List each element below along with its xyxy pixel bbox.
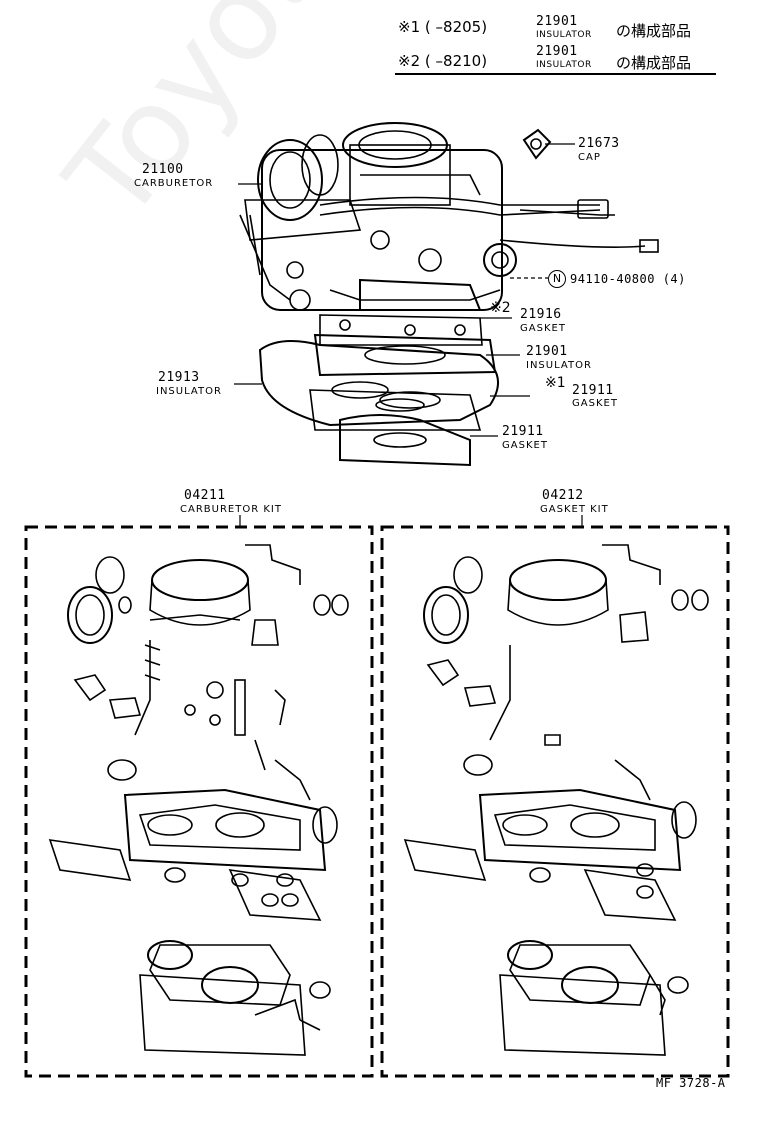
- callout-num-gasket-mid: 21911: [572, 383, 614, 398]
- callout-mark-gasket-upper: ※2: [490, 300, 511, 316]
- callout-name-cap: CAP: [578, 152, 601, 163]
- callout-num-gasket-upper: 21916: [520, 307, 562, 322]
- callout-num-insulator-left: 21913: [158, 370, 200, 385]
- header-mark-2: ※2: [398, 52, 421, 70]
- carburetor-kit-box: [24, 525, 374, 1078]
- gasket-kit-box: [380, 525, 730, 1078]
- callout-num-cap: 21673: [578, 136, 620, 151]
- kit-name-gasket: GASKET KIT: [540, 504, 609, 515]
- carburetor-kit-parts: [48, 544, 349, 1056]
- callout-name-gasket-lower: GASKET: [502, 440, 548, 451]
- header-mark-1: ※1: [398, 18, 421, 36]
- nut-mark-badge: N: [548, 270, 566, 288]
- header-jp-2: の構成部品: [616, 54, 692, 72]
- kit-num-carburetor: 04211: [184, 488, 226, 503]
- kit-name-carburetor: CARBURETOR KIT: [180, 504, 282, 515]
- figure-code: MF 3728-A: [656, 1076, 726, 1090]
- callout-num-carburetor: 21100: [142, 162, 184, 177]
- header-range-1: ( –8205): [424, 18, 488, 36]
- callout-name-insulator-right: INSULATOR: [526, 360, 592, 371]
- header-partno-1: 21901: [536, 14, 578, 29]
- header-partname-2: INSULATOR: [536, 60, 592, 70]
- gasket-stack: [258, 278, 499, 467]
- gasket-kit-parts: [403, 544, 709, 1056]
- callout-name-gasket-upper: GASKET: [520, 323, 566, 334]
- callout-num-insulator-right: 21901: [526, 344, 568, 359]
- callout-mark-gasket-mid: ※1: [545, 375, 566, 391]
- header-partno-2: 21901: [536, 44, 578, 59]
- carburetor-drawing: [239, 122, 659, 311]
- callout-num-gasket-lower: 21911: [502, 424, 544, 439]
- callout-name-gasket-mid: GASKET: [572, 398, 618, 409]
- header-line-1: ※1 ( –8205): [398, 18, 487, 36]
- header-partname-1: INSULATOR: [536, 30, 592, 40]
- callout-leaders: [234, 143, 575, 437]
- callout-num-nut: 94110-40800 (4): [570, 272, 686, 286]
- header-jp-1: の構成部品: [616, 22, 692, 40]
- header-line-2: ※2 ( –8210): [398, 52, 487, 70]
- kit-num-gasket: 04212: [542, 488, 584, 503]
- header-range-2: ( –8210): [424, 52, 488, 70]
- callout-name-insulator-left: INSULATOR: [156, 386, 222, 397]
- callout-name-carburetor: CARBURETOR: [134, 178, 214, 189]
